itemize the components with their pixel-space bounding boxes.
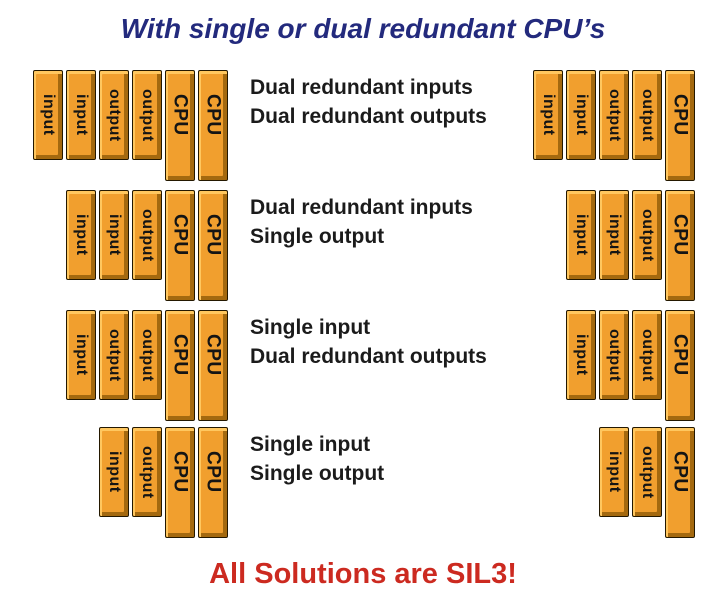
block-label: output [139,445,156,499]
block-label: input [73,214,90,256]
input-block: input [599,190,629,280]
block-label: output [606,328,623,382]
cpu-block: CPU [198,190,228,301]
block-label: output [106,328,123,382]
block-label: CPU [669,93,691,136]
right-block-group: input output CPU [599,427,695,538]
block-label: CPU [169,450,191,493]
output-block: output [132,190,162,280]
label-line: Single output [250,225,385,248]
block-label: input [606,214,623,256]
cpu-block: CPU [665,190,695,301]
cpu-block: CPU [665,427,695,538]
right-block-group: input input output output CPU [533,70,695,181]
input-block: input [566,70,596,160]
block-label: input [573,334,590,376]
cpu-block: CPU [165,70,195,181]
block-label: output [639,445,656,499]
block-label: input [40,94,57,136]
label-line: Dual redundant outputs [250,345,487,368]
input-block: input [99,190,129,280]
label-line: Dual redundant inputs [250,196,473,219]
block-label: CPU [169,213,191,256]
input-block: input [66,70,96,160]
output-block: output [599,70,629,160]
input-block: input [33,70,63,160]
block-label: CPU [169,333,191,376]
block-label: output [139,88,156,142]
block-label: CPU [669,213,691,256]
config-row: input input output CPU CPU Dual redundant inp… [0,190,726,310]
cpu-block: CPU [665,70,695,181]
block-label: output [639,88,656,142]
cpu-block: CPU [198,310,228,421]
block-label: output [139,328,156,382]
block-label: input [73,334,90,376]
block-label: output [606,88,623,142]
block-label: CPU [669,450,691,493]
output-block: output [599,310,629,400]
output-block: output [132,427,162,517]
cpu-block: CPU [198,427,228,538]
left-block-group: input output CPU CPU [99,427,228,538]
left-block-group: input output output CPU CPU [66,310,228,421]
block-label: CPU [202,213,224,256]
block-label: output [639,328,656,382]
right-block-group: input input output CPU [566,190,695,301]
block-label: input [106,214,123,256]
output-block: output [632,310,662,400]
block-label: CPU [169,93,191,136]
cpu-block: CPU [665,310,695,421]
label-line: Single input [250,316,371,339]
block-label: input [73,94,90,136]
block-label: input [106,451,123,493]
block-label: input [573,214,590,256]
right-block-group: input output output CPU [566,310,695,421]
left-block-group: input input output output CPU CPU [33,70,228,181]
output-block: output [632,427,662,517]
output-block: output [99,310,129,400]
label-line: Dual redundant outputs [250,105,487,128]
config-row: input input output output CPU CPU Dual redunda… [0,70,726,190]
output-block: output [632,190,662,280]
block-label: input [573,94,590,136]
input-block: input [533,70,563,160]
cpu-block: CPU [165,427,195,538]
input-block: input [66,310,96,400]
input-block: input [66,190,96,280]
label-line: Single input [250,433,371,456]
input-block: input [566,310,596,400]
block-label: CPU [669,333,691,376]
label-line: Single output [250,462,385,485]
input-block: input [99,427,129,517]
block-label: CPU [202,93,224,136]
input-block: input [566,190,596,280]
input-block: input [599,427,629,517]
block-label: input [606,451,623,493]
block-label: output [639,208,656,262]
output-block: output [132,70,162,160]
output-block: output [632,70,662,160]
block-label: output [106,88,123,142]
cpu-block: CPU [165,190,195,301]
block-label: CPU [202,450,224,493]
page-title: With single or dual redundant CPU’s [120,13,606,44]
left-block-group: input input output CPU CPU [66,190,228,301]
cpu-block: CPU [165,310,195,421]
output-block: output [132,310,162,400]
cpu-block: CPU [198,70,228,181]
block-label: input [540,94,557,136]
output-block: output [99,70,129,160]
block-label: CPU [202,333,224,376]
footer-note: All Solutions are SIL3! [209,558,517,590]
label-line: Dual redundant inputs [250,76,473,99]
block-label: output [139,208,156,262]
